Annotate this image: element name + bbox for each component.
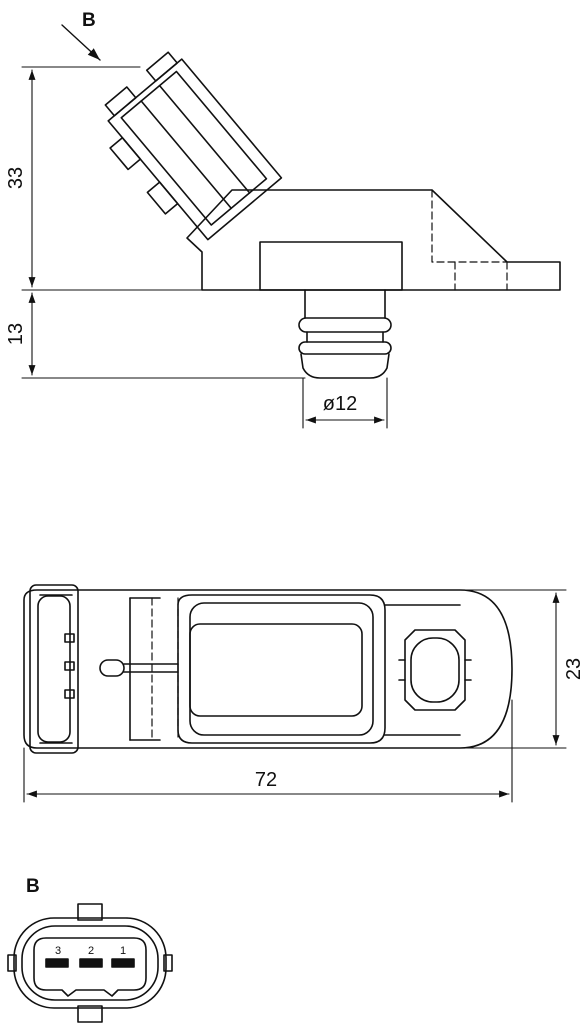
connector-shell (107, 58, 283, 241)
dimension-height-bottom (21, 292, 306, 379)
dimension-length (23, 699, 513, 803)
connector-view-b: B 3 2 1 (7, 876, 173, 1023)
pin-terminal (64, 633, 75, 643)
housing-body (186, 189, 561, 291)
pressure-port (298, 289, 392, 379)
connector-side-tab (7, 954, 17, 972)
connector-latch (109, 136, 142, 171)
connector-face-inner (37, 595, 71, 743)
connector-cavity (33, 937, 147, 997)
connector-latch (146, 181, 179, 215)
pin-label-1: 1 (120, 945, 126, 957)
angled-connector (104, 51, 283, 241)
connector-top-tab (77, 903, 103, 921)
port-o-ring (298, 317, 392, 333)
pin-2 (79, 958, 103, 968)
connector-bottom-tab (77, 1005, 103, 1023)
connector-face-outer (29, 584, 79, 754)
stem-pin (99, 659, 125, 677)
connector-view-label: B (26, 876, 40, 897)
connector-inner-outline (120, 70, 268, 226)
hidden-edge-lines (151, 597, 179, 741)
view-marker-label: B (82, 10, 96, 31)
dimension-label-33: 33 (5, 167, 27, 189)
side-view: B (5, 10, 561, 429)
dimension-diameter (302, 377, 388, 429)
top-view: 23 72 (23, 584, 585, 803)
pin-label-2: 2 (88, 945, 94, 957)
pin-3 (45, 958, 69, 968)
top-pad-outer (177, 594, 386, 744)
hidden-edge-lines (431, 189, 508, 263)
pin-terminal (64, 689, 75, 699)
dimension-width (459, 589, 567, 749)
top-pad-inner (189, 623, 363, 717)
view-direction-arrow (61, 24, 101, 61)
dimension-label-23: 23 (563, 658, 585, 680)
connector-shell-outer (13, 917, 167, 1009)
top-housing-outline (23, 589, 513, 749)
housing-recess (259, 241, 403, 291)
pin-1 (111, 958, 135, 968)
pin-terminal (64, 661, 75, 671)
mounting-hole (398, 629, 472, 711)
connector-tab (104, 86, 137, 117)
connector-tab (145, 51, 178, 82)
pin-label-3: 3 (55, 945, 61, 957)
port-tip (300, 353, 390, 379)
connector-shell-inner (21, 925, 159, 1001)
dimension-label-diameter: ø12 (323, 393, 357, 415)
dimension-height-top (21, 66, 203, 291)
connector-rib (158, 84, 251, 194)
dimension-label-13: 13 (5, 323, 27, 345)
connector-side-tab (163, 954, 173, 972)
connector-rib (140, 100, 232, 210)
port-o-ring (298, 341, 392, 355)
dimension-label-72: 72 (255, 769, 277, 791)
